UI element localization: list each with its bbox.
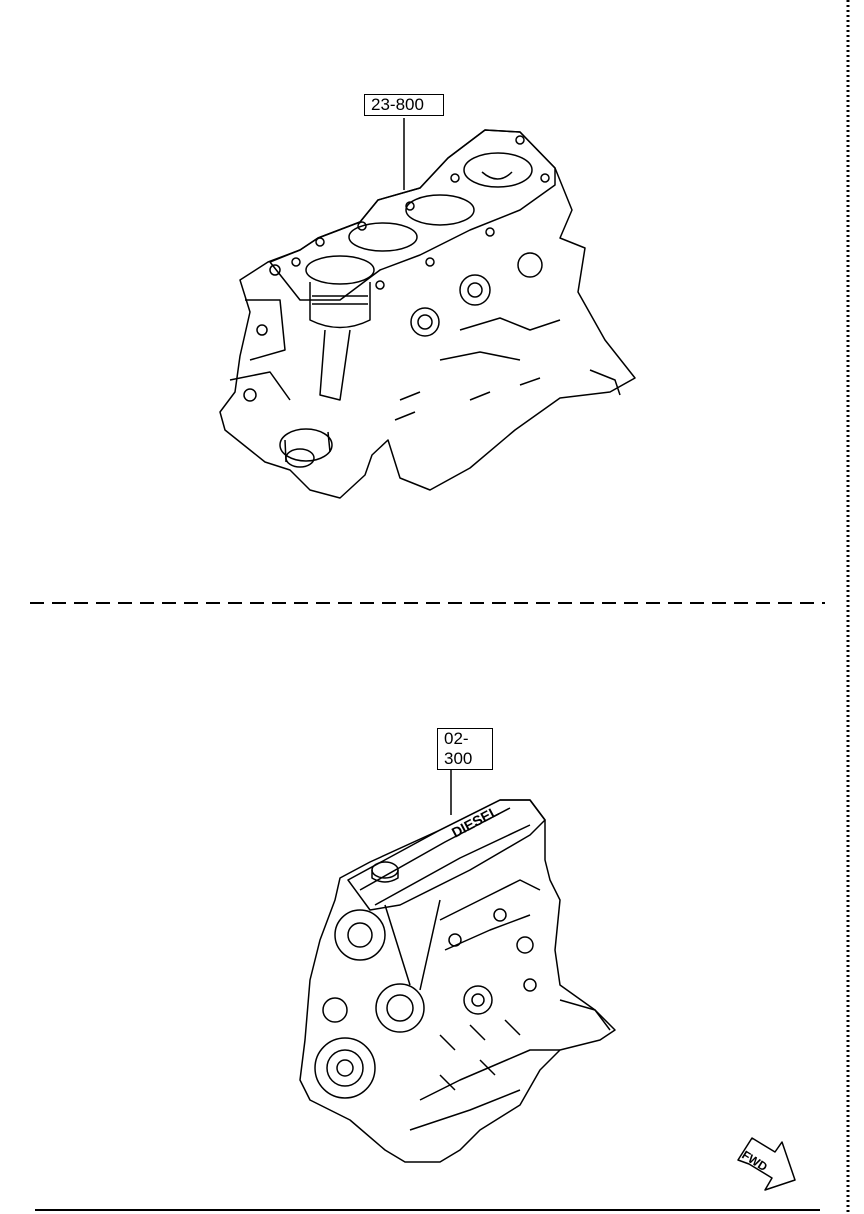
cylinder-block-illustration [219,118,636,499]
callout-23-800[interactable]: 23-800 [364,94,444,116]
forward-arrow-icon [737,1137,796,1191]
engine-assembly-illustration [299,749,616,1163]
callout-02-300[interactable]: 02-300 [437,728,493,770]
engine-label-text: DIESEL [449,803,502,841]
